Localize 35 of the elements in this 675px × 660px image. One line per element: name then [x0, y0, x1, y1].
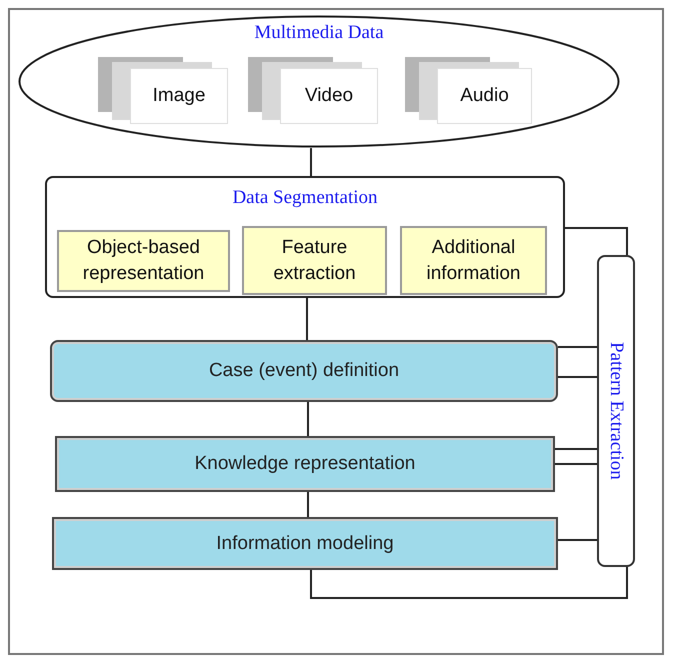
connector-line [307, 402, 309, 436]
process-box [242, 226, 387, 295]
connector-line [306, 298, 308, 340]
connector-line [555, 463, 597, 465]
media-label: Audio [459, 84, 510, 108]
stacked-card [405, 57, 532, 124]
box-title: Data Segmentation [231, 186, 379, 210]
process-label: Knowledge representation [194, 453, 416, 475]
vertical-label: Pattern Extraction [605, 342, 627, 480]
connector-line [555, 448, 597, 450]
process-box [400, 226, 547, 295]
process-bar [52, 517, 558, 570]
process-box [45, 176, 565, 298]
connector-line [558, 346, 597, 348]
process-bar [50, 340, 558, 402]
connector-line [310, 567, 628, 599]
media-label: Image [152, 84, 206, 108]
vertical-box [597, 255, 635, 567]
process-bar [55, 436, 555, 492]
connector-line [558, 539, 597, 541]
process-label: Feature extraction [272, 236, 357, 286]
process-label: Case (event) definition [208, 360, 400, 382]
connector-line [307, 492, 309, 517]
process-label: Information modeling [216, 532, 394, 554]
process-label: Additional information [426, 236, 522, 286]
ellipse-node [18, 15, 620, 148]
connector-line [558, 376, 597, 378]
connector-line [310, 148, 312, 176]
media-label: Video [304, 84, 354, 108]
stacked-card [98, 57, 228, 124]
stacked-card [248, 57, 378, 124]
process-label: Object-based representation [82, 236, 206, 286]
process-box [57, 230, 230, 292]
connector-line [565, 227, 628, 255]
title-label: Multimedia Data [253, 21, 385, 45]
